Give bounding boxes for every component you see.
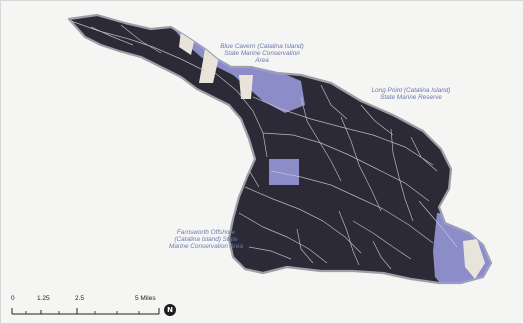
mpa-label-farnsworth: Farnsworth Offshore (Catalina Island) St…	[169, 229, 244, 251]
scale-bar: 0 1.25 2.5 5 Miles	[11, 295, 211, 319]
mpa-label-blue-cavern: Blue Cavern (Catalina Island) State Mari…	[220, 43, 304, 65]
mpa-label-long-point: Long Point (Catalina Island) State Marin…	[371, 87, 451, 102]
scale-tick-label: 2.5	[75, 295, 85, 302]
beach-patch	[199, 49, 219, 83]
scale-tick-label: 5 Miles	[135, 295, 156, 302]
scale-bar-graphic	[11, 308, 160, 315]
mpa-center-square	[269, 159, 299, 185]
scale-tick-label: 0	[11, 295, 15, 302]
beach-patch	[463, 239, 485, 279]
north-arrow-icon: N	[164, 304, 176, 316]
beach-patch	[239, 75, 253, 99]
stream-network	[70, 20, 458, 270]
scale-tick-label: 1.25	[37, 295, 50, 302]
